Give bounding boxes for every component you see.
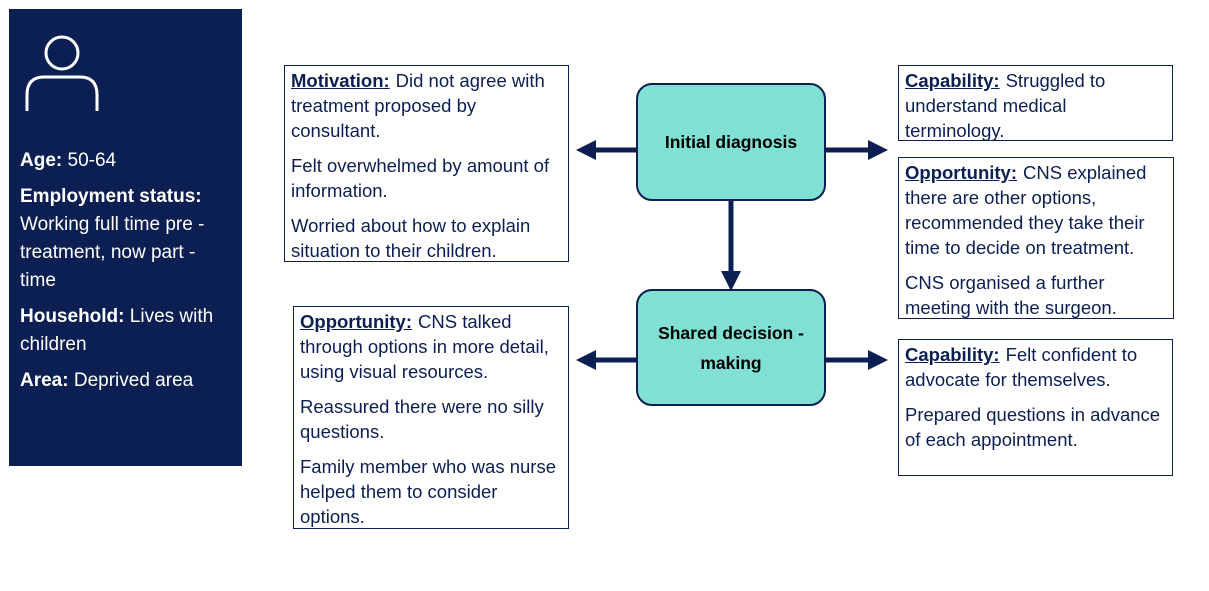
area-fact: Area: Deprived area	[20, 367, 235, 395]
node-initial-label: Initial diagnosis	[664, 132, 798, 152]
opportunity-text-1b: CNS organised a further meeting with the…	[905, 272, 1117, 318]
opportunity-text-1a: CNS explained there are other options, r…	[905, 162, 1147, 258]
opportunity-text-2b: Reassured there were no silly questions.	[300, 396, 544, 442]
motivation-text-1: Did not agree with treatment proposed by…	[291, 70, 545, 141]
capability-box-2: Capability:Felt confident to advocate fo…	[898, 339, 1173, 476]
node-shared-label: Shared decision - making	[658, 322, 804, 373]
household-value: Lives with children	[20, 306, 214, 355]
persona-facts: Age: 50-64 Employment status: Working fu…	[20, 147, 235, 403]
capability-label-1: Capability:	[905, 70, 1000, 91]
node-shared-decision: Shared decision - making	[636, 289, 826, 406]
capability-label-2: Capability:	[905, 344, 1000, 365]
person-icon	[25, 35, 99, 111]
opportunity-box-1: Opportunity:CNS explained there are othe…	[898, 157, 1174, 319]
node-initial-diagnosis: Initial diagnosis	[636, 83, 826, 201]
employment-value: Working full time pre - treatment, now p…	[20, 214, 205, 291]
opportunity-box-2: Opportunity:CNS talked through options i…	[293, 306, 569, 529]
age-label: Age:	[20, 150, 63, 171]
employment-label: Employment status:	[20, 186, 202, 207]
age-fact: Age: 50-64	[20, 147, 235, 175]
motivation-text-3: Worried about how to explain situation t…	[291, 215, 531, 261]
motivation-label: Motivation:	[291, 70, 390, 91]
age-value: 50-64	[67, 150, 117, 171]
opportunity-text-2a: CNS talked through options in more detai…	[300, 311, 549, 382]
capability-text-1: Struggled to understand medical terminol…	[905, 70, 1106, 141]
opportunity-label-1: Opportunity:	[905, 162, 1018, 183]
area-label: Area:	[20, 370, 69, 391]
household-fact: Household: Lives with children	[20, 303, 235, 359]
area-value: Deprived area	[73, 370, 194, 391]
capability-text-2a: Felt confident to advocate for themselve…	[905, 344, 1138, 390]
motivation-box: Motivation:Did not agree with treatment …	[284, 65, 569, 262]
capability-text-2b: Prepared questions in advance of each ap…	[905, 404, 1161, 450]
motivation-text-2: Felt overwhelmed by amount of informatio…	[291, 155, 550, 201]
persona-panel: Age: 50-64 Employment status: Working fu…	[9, 9, 242, 466]
opportunity-text-2c: Family member who was nurse helped them …	[300, 456, 556, 527]
opportunity-label-2: Opportunity:	[300, 311, 413, 332]
household-label: Household:	[20, 306, 125, 327]
employment-fact: Employment status: Working full time pre…	[20, 183, 235, 295]
capability-box-1: Capability:Struggled to understand medic…	[898, 65, 1173, 141]
